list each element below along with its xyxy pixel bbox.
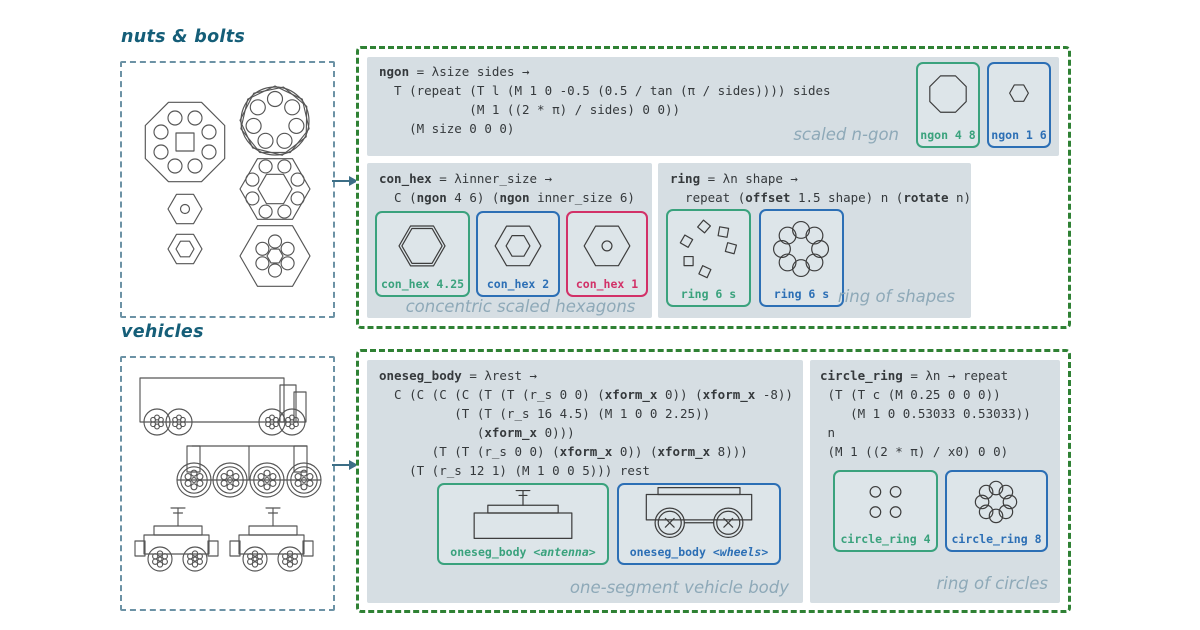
ngon-code: ngon = λsize sides → T (repeat (T l (M 1… <box>379 64 831 136</box>
vehicles-abstractions-box: oneseg_body = λrest → C (C (C (C (T (T (… <box>356 349 1071 613</box>
oneseg-body-panel: oneseg_body = λrest → C (C (C (C (T (T (… <box>367 360 803 603</box>
example-oneseg-body-wheels: oneseg_body <wheels> <box>617 483 781 565</box>
small-hexagon-drawing <box>1009 84 1029 102</box>
flow-arrow-nuts-icon <box>332 176 358 186</box>
ring-caption: ring of shapes <box>837 287 955 306</box>
hexagon-in-hexagon-drawing <box>494 225 542 267</box>
con-hex-caption: concentric scaled hexagons <box>405 297 636 316</box>
circle-ring-code: circle_ring = λn → repeat (T (T c (M 0.2… <box>820 368 1031 459</box>
thick-double-hexagon-drawing <box>398 225 446 267</box>
nuts-bolts-sketches-box <box>120 61 335 318</box>
example-circle-ring-4: circle_ring 4 <box>833 470 938 552</box>
con-hex-code: con_hex = λinner_size → C (ngon 4 6) (ng… <box>379 171 635 205</box>
ring-panel: ring = λn shape → repeat (offset 1.5 sha… <box>658 163 971 318</box>
ngon-panel: ngon = λsize sides → T (repeat (T l (M 1… <box>367 57 1059 156</box>
example-ngon-4-8: ngon 4 8 <box>916 62 980 148</box>
example-oneseg-body-antenna: oneseg_body <antenna> <box>437 483 609 565</box>
oneseg-body-caption: one-segment vehicle body <box>569 578 789 597</box>
oneseg-body-code: oneseg_body = λrest → C (C (C (C (T (T (… <box>379 368 793 478</box>
section-title-vehicles: vehicles <box>121 322 204 342</box>
nuts-bolts-sketches <box>144 85 311 287</box>
example-circle-ring-8: circle_ring 8 <box>945 470 1048 552</box>
flow-arrow-vehicles-icon <box>332 460 358 470</box>
con-hex-panel: con_hex = λinner_size → C (ngon 4 6) (ng… <box>367 163 652 318</box>
circle-ring-examples: circle_ring 4 circle_ring 8 <box>833 470 1048 552</box>
ring-code: ring = λn shape → repeat (offset 1.5 sha… <box>670 171 972 205</box>
body-with-antenna-drawing <box>473 489 573 540</box>
example-con-hex-2: con_hex 2 <box>476 211 560 297</box>
con-hex-examples: con_hex 4.25 con_hex 2 con_hex 1 <box>375 211 648 297</box>
circle-ring-caption: ring of circles <box>936 574 1048 593</box>
ngon-examples: ngon 4 8 ngon 1 6 <box>916 62 1051 148</box>
example-ring-squares: ring 6 s <box>666 209 751 307</box>
example-ring-circles: ring 6 s <box>759 209 844 307</box>
example-con-hex-1: con_hex 1 <box>566 211 648 297</box>
four-circles-drawing <box>869 485 902 518</box>
body-with-wheels-drawing <box>645 487 753 539</box>
vehicles-sketches <box>134 377 322 572</box>
example-con-hex-4-25: con_hex 4.25 <box>375 211 470 297</box>
nuts-bolts-abstractions-box: ngon = λsize sides → T (repeat (T l (M 1… <box>356 46 1071 329</box>
ngon-caption: scaled n-gon <box>793 125 899 144</box>
circle-ring-panel: circle_ring = λn → repeat (T (T c (M 0.2… <box>810 360 1060 603</box>
ring-examples: ring 6 s ring 6 s <box>666 209 844 307</box>
eight-circle-ring-drawing <box>974 480 1018 524</box>
ring-of-circles-drawing <box>772 220 830 278</box>
vehicles-sketches-box <box>120 356 335 611</box>
oneseg-body-examples: oneseg_body <antenna> oneseg_body <box>437 483 781 565</box>
example-ngon-1-6: ngon 1 6 <box>987 62 1051 148</box>
octagon-drawing <box>929 75 967 113</box>
section-title-nuts-bolts: nuts & bolts <box>121 27 246 47</box>
ring-of-squares-drawing <box>679 219 738 279</box>
hexagon-with-dot-drawing <box>583 225 631 267</box>
